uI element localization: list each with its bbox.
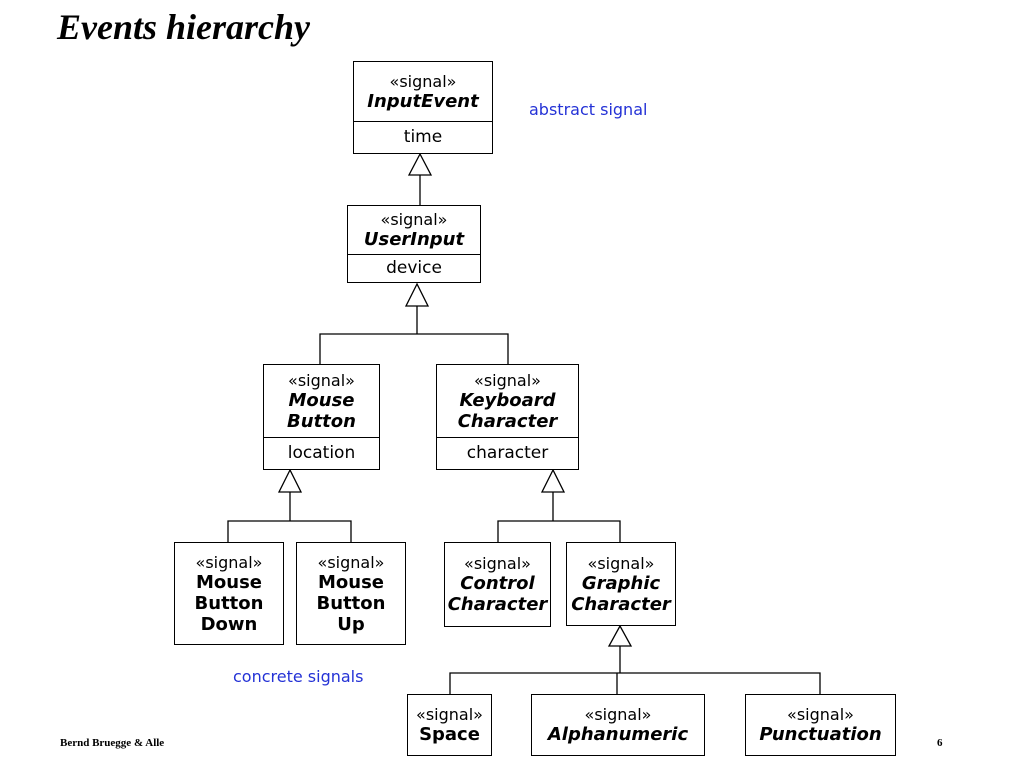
edge-keyboard-children	[497, 492, 621, 542]
stereotype-label: «signal»	[195, 552, 263, 572]
stereotype-label: «signal»	[416, 705, 483, 724]
generalization-arrow-inputevent	[407, 152, 433, 176]
class-space: «signal» Space	[407, 694, 492, 756]
class-name: Mouse Button Up	[316, 571, 386, 635]
class-name: Mouse Button Down	[194, 571, 264, 635]
edge-graphic-children	[449, 646, 821, 694]
note-concrete-signals: concrete signals	[233, 667, 364, 686]
class-name: Alphanumeric	[547, 724, 689, 745]
stereotype-label: «signal»	[787, 705, 854, 724]
page-title: Events hierarchy	[57, 7, 311, 47]
class-name: Graphic Character	[571, 572, 671, 615]
stereotype-label: «signal»	[464, 554, 531, 573]
stereotype-label: «signal»	[584, 705, 652, 724]
class-user-input: «signal» UserInput device	[347, 205, 481, 283]
class-mouse-button-down: «signal» Mouse Button Down	[174, 542, 284, 645]
class-name: Keyboard Character	[457, 389, 558, 432]
class-name: Punctuation	[759, 724, 882, 745]
class-attribute: time	[354, 121, 492, 153]
class-attribute: character	[437, 437, 578, 469]
class-graphic-character: «signal» Graphic Character	[566, 542, 676, 626]
stereotype-label: «signal»	[389, 71, 457, 91]
class-control-character: «signal» Control Character	[444, 542, 551, 627]
stereotype-label: «signal»	[288, 370, 355, 390]
class-keyboard-character: «signal» Keyboard Character character	[436, 364, 579, 470]
generalization-arrow-userinput	[404, 282, 430, 307]
class-input-event: «signal» InputEvent time	[353, 61, 493, 154]
stereotype-label: «signal»	[587, 553, 655, 573]
class-alphanumeric: «signal» Alphanumeric	[531, 694, 705, 756]
class-attribute: location	[264, 437, 379, 469]
stereotype-label: «signal»	[474, 370, 541, 390]
class-name: Space	[419, 724, 480, 745]
footer-author: Bernd Bruegge & Alle	[60, 737, 165, 749]
stereotype-label: «signal»	[380, 210, 448, 229]
class-name: Mouse Button	[287, 389, 356, 432]
class-mouse-button: «signal» Mouse Button location	[263, 364, 380, 470]
stereotype-label: «signal»	[317, 552, 385, 572]
note-abstract-signal: abstract signal	[529, 100, 648, 119]
edge-userinput-children	[319, 306, 509, 364]
class-punctuation: «signal» Punctuation	[745, 694, 896, 756]
class-name: Control Character	[447, 573, 548, 615]
class-name: InputEvent	[367, 90, 479, 112]
generalization-arrow-mousebutton	[277, 468, 303, 493]
footer-page-number: 6	[937, 737, 943, 749]
class-attribute: device	[348, 254, 480, 282]
generalization-arrow-graphic	[607, 624, 633, 647]
edge-mousebutton-children	[227, 492, 352, 542]
class-name: UserInput	[363, 229, 465, 250]
generalization-arrow-keyboard	[540, 468, 566, 493]
class-mouse-button-up: «signal» Mouse Button Up	[296, 542, 406, 645]
